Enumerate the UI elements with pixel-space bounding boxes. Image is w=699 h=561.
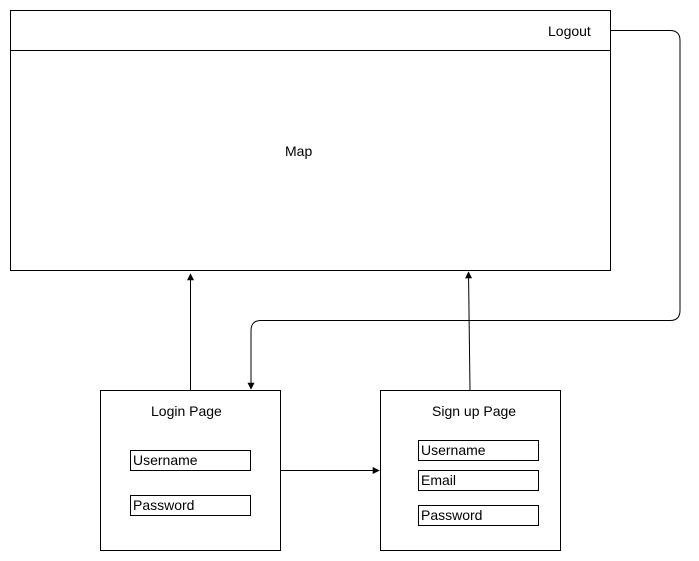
signup-password-field[interactable]: Password (418, 505, 539, 526)
header-bar (10, 10, 611, 51)
login-page-title: Login Page (151, 403, 222, 419)
logout-button[interactable]: Logout (548, 23, 591, 39)
arrow-signup-to-map (465, 271, 473, 391)
login-password-field[interactable]: Password (130, 495, 251, 516)
signup-email-field[interactable]: Email (418, 470, 539, 491)
signup-username-field[interactable]: Username (418, 440, 539, 461)
login-username-field[interactable]: Username (130, 450, 251, 471)
map-area-label: Map (285, 143, 313, 159)
signup-page-title: Sign up Page (432, 403, 517, 419)
